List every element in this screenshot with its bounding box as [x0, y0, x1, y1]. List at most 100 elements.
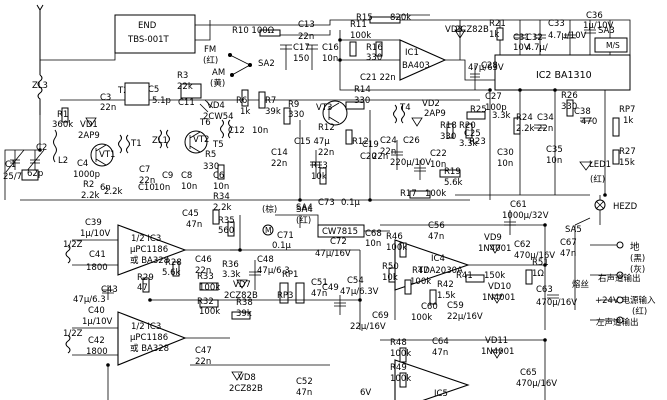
component-label: C45	[182, 209, 199, 219]
component-label: 1μ/10V	[583, 21, 613, 31]
r24-body	[513, 117, 521, 135]
component-label: 0.1μ	[341, 198, 361, 208]
ic4-line2: TDA2030A	[417, 266, 463, 276]
component-label: 22n	[195, 357, 211, 367]
component-label: 330	[203, 162, 219, 172]
component-label: 100k	[390, 374, 411, 384]
component-label: C47	[195, 346, 212, 356]
wire	[72, 327, 330, 400]
component-label: R11	[350, 20, 367, 30]
component-label: ZL1	[152, 136, 168, 146]
component-label: 47μ/6.3	[73, 295, 106, 305]
component-label: 100k	[350, 31, 371, 41]
zl1-transformer	[158, 129, 170, 149]
c43-symbol	[102, 285, 114, 300]
c36-symbol	[584, 29, 596, 34]
r21-body	[496, 27, 504, 41]
component-label: R10 100Ω	[232, 26, 275, 36]
r25-body	[466, 111, 486, 120]
component-label: 1800	[86, 263, 108, 273]
r14-body	[345, 101, 365, 110]
ic3a-opamp	[117, 224, 187, 276]
component-label: R36	[222, 260, 239, 270]
component-label: 330	[354, 96, 370, 106]
component-label: VD8	[238, 373, 256, 383]
zl3-coil	[37, 74, 43, 115]
vd7-diode	[236, 279, 248, 289]
component-label: 330	[440, 132, 456, 142]
component-label: C48	[257, 255, 274, 265]
component-label: R49	[390, 363, 407, 373]
component-label: R28	[165, 258, 182, 268]
r35-body	[227, 221, 235, 237]
vd9-diode	[489, 244, 501, 254]
component-label: R18	[440, 121, 457, 131]
component-label: VD4	[207, 101, 225, 111]
component-label: 25/7	[3, 172, 22, 182]
component-label: VD3	[445, 25, 463, 35]
component-label: C49	[322, 283, 339, 293]
sa5-switch	[574, 217, 591, 310]
component-label: C3	[100, 93, 111, 103]
c32-symbol	[534, 34, 546, 39]
component-label: ZL3	[32, 81, 48, 91]
component-label: 47n	[432, 348, 448, 358]
component-label: R41	[456, 271, 473, 281]
r17-body	[409, 190, 431, 199]
component-label: 5.6k	[162, 268, 181, 278]
l2-coil	[53, 129, 57, 163]
component-label: R6	[236, 96, 247, 106]
vd11-diode	[491, 349, 503, 359]
vd8-diode	[231, 371, 243, 381]
tape-head-left	[65, 244, 71, 264]
component-label: 330	[561, 102, 577, 112]
component-label: C40	[88, 306, 105, 316]
am-yellow-label: (黄)	[210, 78, 225, 89]
c38-symbol	[580, 117, 592, 122]
rp1-pot	[279, 282, 289, 304]
c15-symbol	[310, 150, 322, 178]
sa3-switch	[594, 37, 628, 53]
r49-body	[399, 372, 407, 388]
component-label: R14	[354, 85, 371, 95]
component-label: 2.2k	[516, 124, 535, 134]
junction-dots	[38, 38, 607, 367]
component-label: C15 47μ	[294, 137, 330, 147]
component-label: 1k	[240, 107, 250, 117]
component-label: C26	[403, 136, 420, 146]
component-label: C13	[298, 20, 315, 30]
ground-label: 地	[630, 241, 640, 253]
component-label: C28	[481, 61, 498, 71]
wire	[40, 53, 116, 61]
tape-head-right	[65, 334, 71, 354]
right-out-label: 右声道输出	[598, 273, 641, 284]
component-label: R51	[532, 258, 549, 268]
component-label: 3.3k	[459, 139, 478, 149]
component-label: 100k	[410, 277, 431, 287]
c33-symbol	[564, 34, 576, 39]
component-label: C30	[497, 148, 514, 158]
am-label: AM	[212, 68, 225, 78]
component-label: 470	[581, 117, 597, 127]
c28-symbol	[470, 65, 480, 90]
component-label: 10n	[213, 182, 229, 192]
power-in-label: +24V 电源输入	[595, 295, 656, 306]
component-label: 39k	[265, 107, 281, 117]
r13-body	[319, 167, 327, 185]
component-label: RP1	[282, 270, 298, 280]
component-label: 22μ/16V	[447, 312, 483, 322]
component-label: C2	[36, 143, 47, 153]
vt2-symbol	[189, 131, 201, 153]
r5-body	[217, 164, 225, 180]
component-label: C4	[77, 159, 88, 169]
ic3b-line2: μPC1186	[130, 333, 168, 343]
component-label: VD10	[488, 282, 511, 292]
ic3a-line1: 1/2 IC3	[131, 234, 161, 244]
component-label: R20	[459, 121, 476, 131]
ground-color-label: (黑)	[630, 254, 645, 264]
power-color-label: (红)	[632, 306, 647, 317]
r16-body	[375, 41, 383, 57]
wire-top-rail	[195, 19, 631, 60]
component-label: C25	[464, 129, 481, 139]
component-label: 22μ/16V	[350, 322, 386, 332]
